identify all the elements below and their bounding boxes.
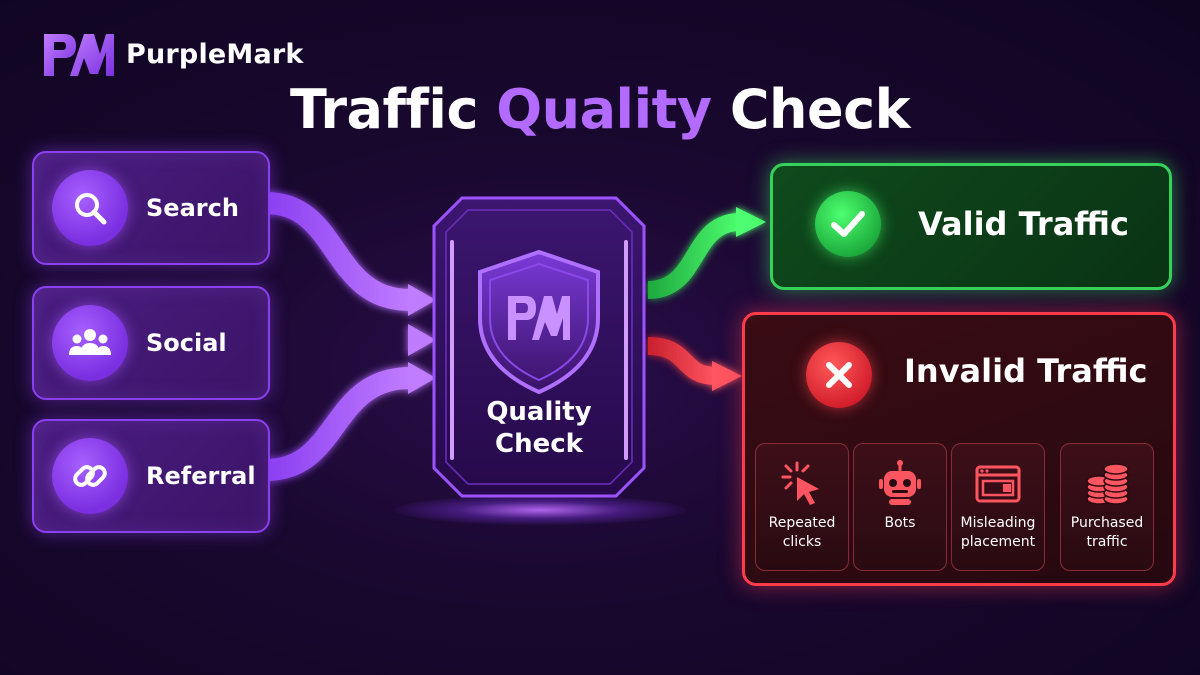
pm-monogram-icon xyxy=(44,34,114,76)
arrow-search xyxy=(265,192,436,316)
link-icon xyxy=(52,438,128,514)
invalid-type-label: Purchased traffic xyxy=(1070,515,1144,550)
title-word-traffic: Traffic xyxy=(289,78,478,141)
quality-check-line1: Quality xyxy=(486,397,592,427)
quality-check-device xyxy=(432,196,646,498)
source-referral: Referral xyxy=(32,419,270,533)
invalid-type-purchased-traffic: Purchased traffic xyxy=(1060,443,1154,571)
source-search: Search xyxy=(32,151,270,265)
page-title: Traffic Quality Check xyxy=(0,78,1200,141)
arrow-referral xyxy=(265,362,436,481)
arrow-valid xyxy=(647,207,766,299)
invalid-type-label: Misleading placement xyxy=(960,515,1036,550)
brand: PurpleMark xyxy=(40,28,304,80)
cursor-click-icon xyxy=(776,458,828,510)
source-label-social: Social xyxy=(146,329,227,357)
people-icon xyxy=(52,305,128,381)
source-label-referral: Referral xyxy=(146,462,256,490)
invalid-type-repeated-clicks: Repeated clicks xyxy=(755,443,849,571)
search-icon xyxy=(52,170,128,246)
invalid-traffic-label: Invalid Traffic xyxy=(904,352,1148,390)
arrow-social xyxy=(266,324,436,356)
x-icon xyxy=(806,342,872,408)
source-label-search: Search xyxy=(146,194,239,222)
quality-check-line2: Check xyxy=(495,429,583,459)
invalid-type-bots: Bots xyxy=(853,443,947,571)
valid-traffic-label: Valid Traffic xyxy=(918,205,1129,243)
invalid-type-label: Bots xyxy=(884,515,916,531)
checkmark-icon xyxy=(815,191,881,257)
invalid-type-misleading-placement: Misleading placement xyxy=(951,443,1045,571)
arrow-invalid xyxy=(647,337,742,391)
title-word-quality: Quality xyxy=(496,78,712,141)
title-word-check: Check xyxy=(729,78,911,141)
shield-icon xyxy=(478,249,600,395)
browser-window-icon xyxy=(972,458,1024,510)
quality-check-label: Quality Check xyxy=(432,396,646,460)
invalid-type-label: Repeated clicks xyxy=(768,515,836,550)
robot-icon xyxy=(874,458,926,510)
coin-stack-icon xyxy=(1081,458,1133,510)
brand-name: PurpleMark xyxy=(126,38,304,70)
device-glow xyxy=(395,495,685,525)
source-social: Social xyxy=(32,286,270,400)
